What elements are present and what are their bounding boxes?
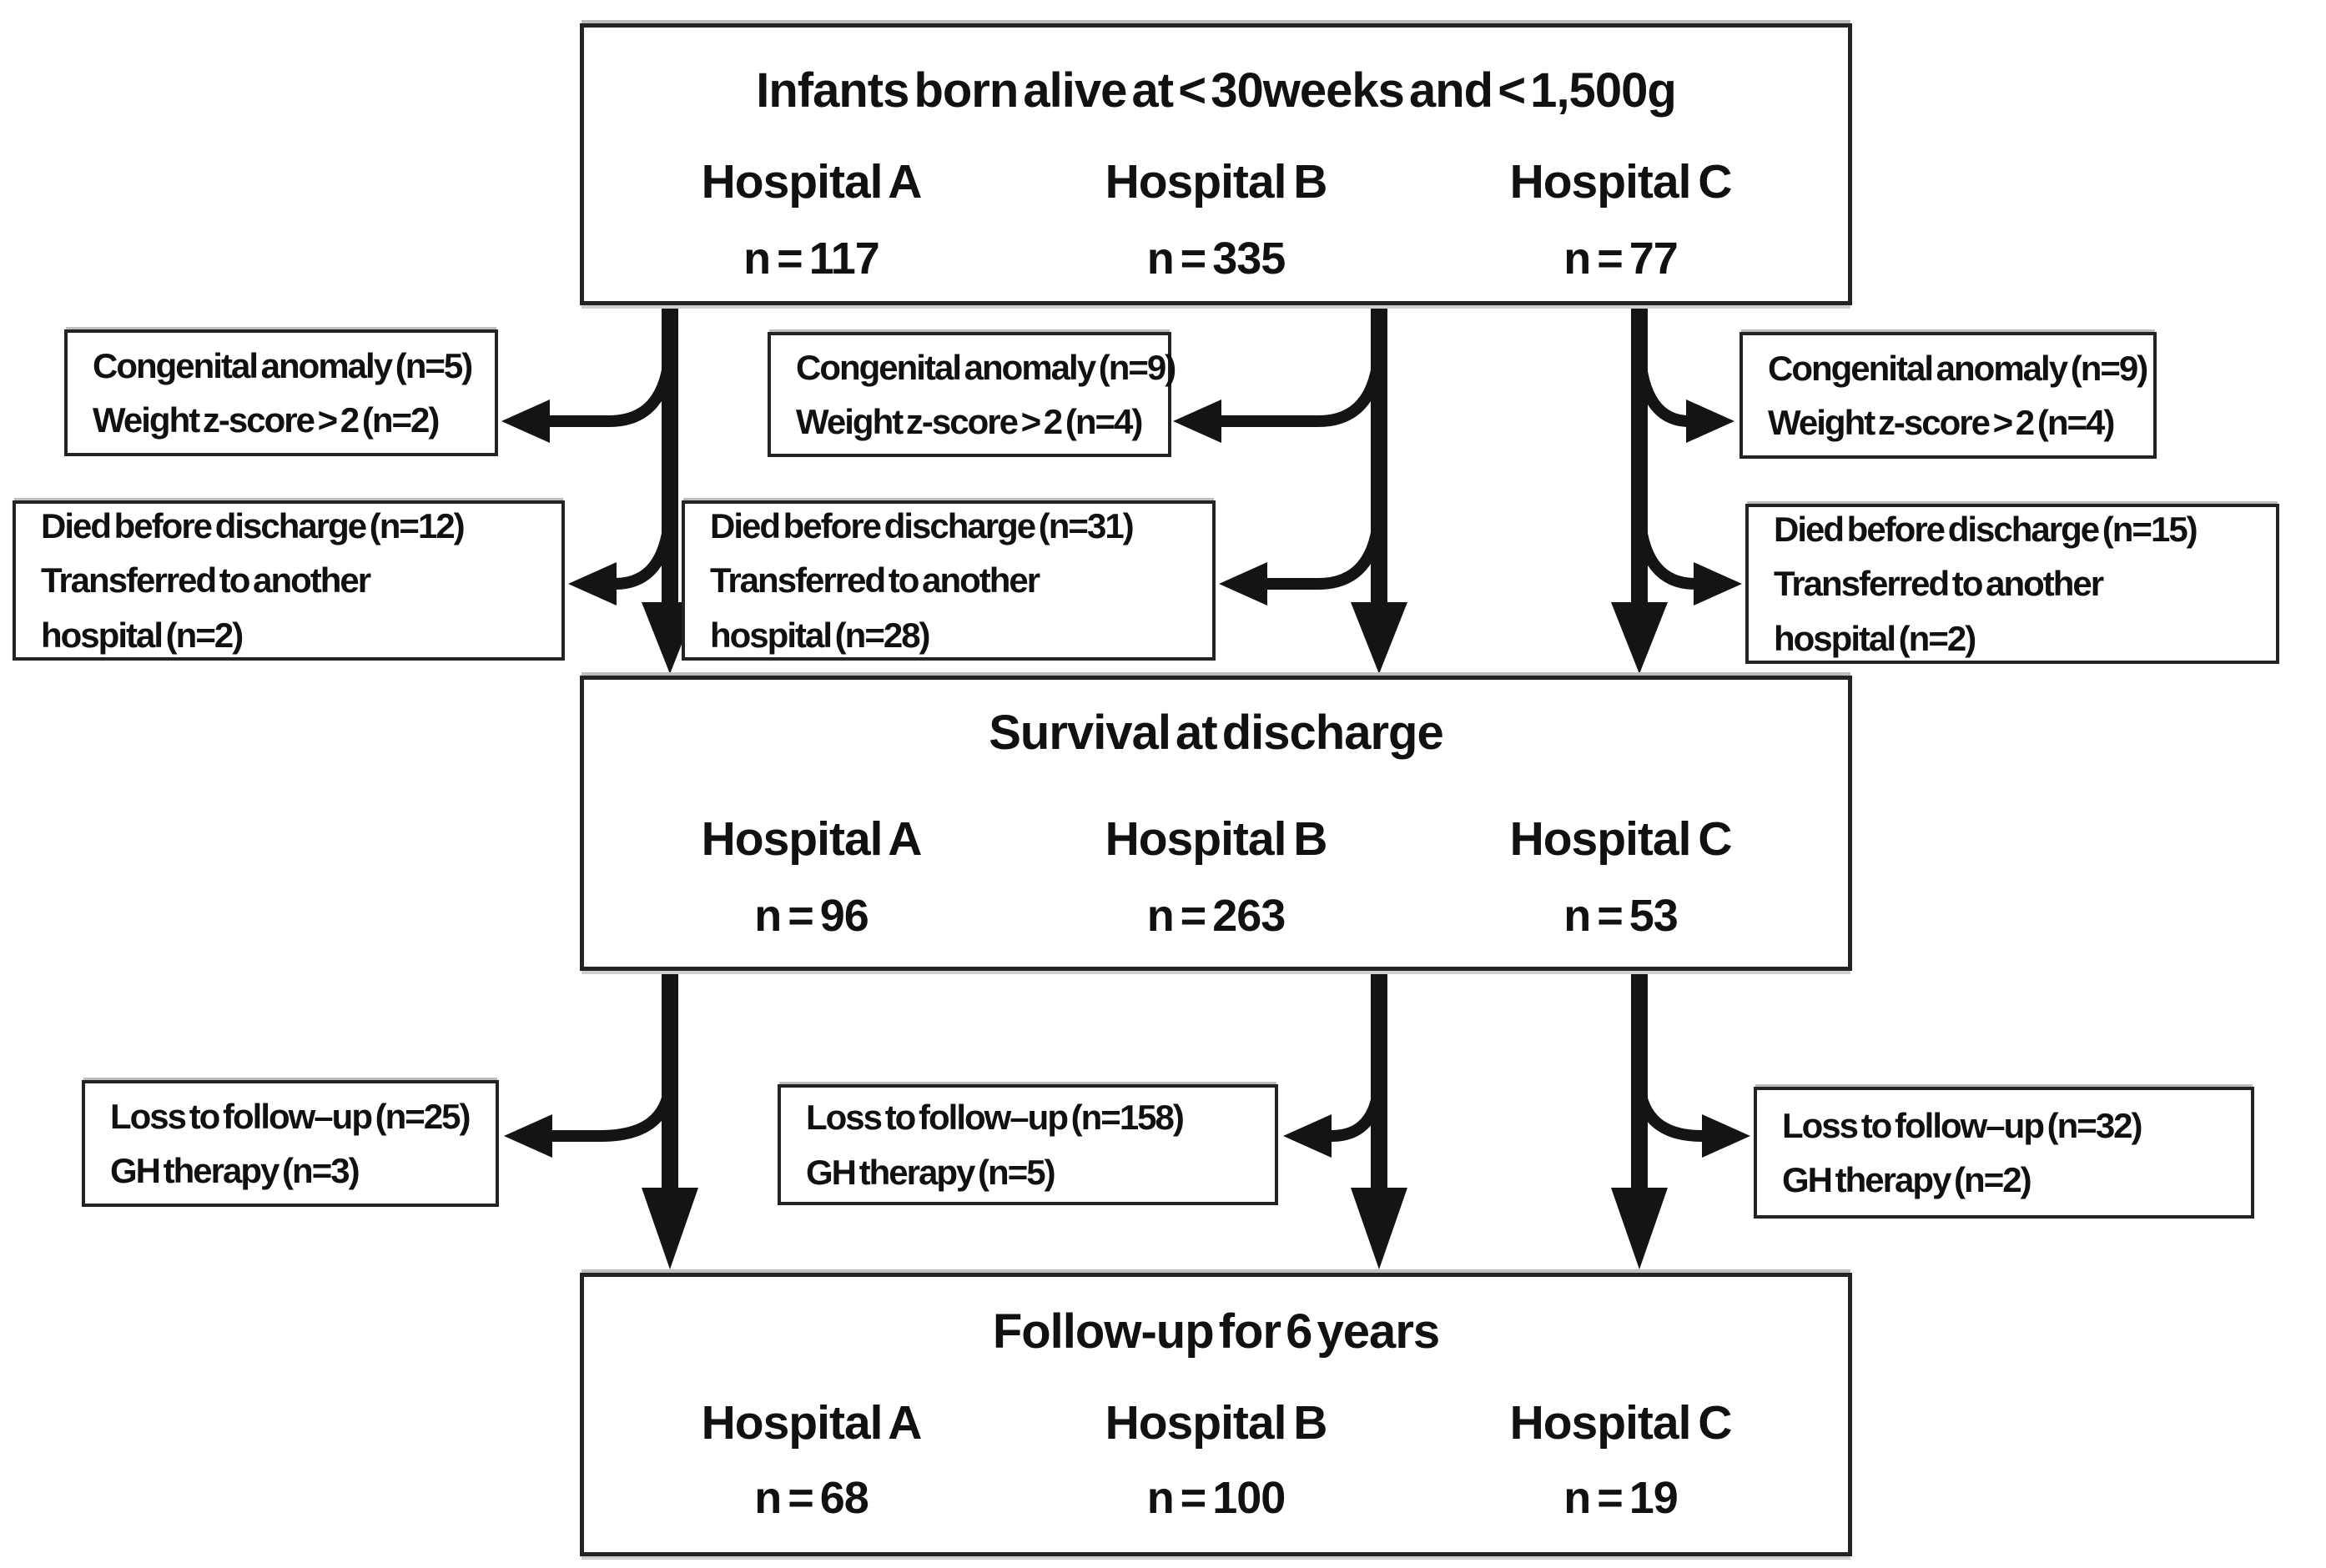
arrow-branch-died-b — [1219, 512, 1385, 606]
exclusion-line: Weight z-score > 2 (n=4) — [1768, 403, 2115, 442]
arrow-head-icon — [1686, 400, 1734, 443]
arrow-line — [1634, 1083, 1703, 1142]
arrow-line — [1634, 349, 1690, 427]
exclusion-line: Weight z-score > 2 (n=4) — [796, 402, 1143, 441]
top-box-title: Infants born alive at < 30weeks and < 1,… — [756, 63, 1677, 118]
arrow-head-icon — [1611, 602, 1668, 674]
arrow-down-hospital-c-stage2 — [1611, 971, 1668, 1269]
arrow-head-icon — [1219, 562, 1267, 606]
exclusion-line: GH therapy (n=5) — [806, 1152, 1056, 1192]
middle-hospital-b-label: Hospital B — [1105, 812, 1328, 866]
bottom-box: Follow-up for 6 years Hospital A Hospita… — [580, 1273, 1852, 1556]
middle-hospital-a-label: Hospital A — [701, 812, 923, 866]
exclusion-line: Weight z-score > 2 (n=2) — [93, 400, 440, 440]
arrow-branch-died-c — [1634, 512, 1742, 606]
exclusion-line: Transferred to another — [710, 560, 1040, 601]
bottom-hospital-c-label: Hospital C — [1509, 1396, 1733, 1450]
exclusion-box-congenital-a: Congenital anomaly (n=5) Weight z-score … — [64, 329, 498, 456]
arrow-head-icon — [1611, 1188, 1668, 1269]
arrow-head-icon — [1702, 1114, 1750, 1158]
exclusion-line: Congenital anomaly (n=9) — [1768, 348, 2148, 388]
arrow-head-icon — [1694, 562, 1742, 606]
arrow-down-hospital-a-stage2 — [642, 971, 698, 1269]
exclusion-line: hospital (n=2) — [41, 615, 244, 655]
exclusion-box-congenital-c: Congenital anomaly (n=9) Weight z-score … — [1739, 332, 2157, 459]
arrow-branch-loss-c — [1634, 1083, 1750, 1158]
exclusion-line: Loss to follow–up (n=25) — [110, 1096, 471, 1136]
arrow-branch-loss-b — [1283, 1083, 1385, 1158]
top-hospital-c-label: Hospital C — [1509, 155, 1733, 209]
arrow-head-icon — [501, 400, 550, 443]
exclusion-line: GH therapy (n=3) — [110, 1151, 360, 1190]
middle-hospital-a-n: n = 96 — [754, 891, 869, 941]
middle-box-title: Survival at discharge — [989, 706, 1443, 760]
arrow-branch-congenital-a — [501, 349, 676, 443]
top-hospital-b-n: n = 335 — [1146, 234, 1286, 284]
arrow-head-icon — [1351, 602, 1407, 674]
top-box: Infants born alive at < 30weeks and < 1,… — [580, 23, 1852, 305]
arrow-line — [1634, 512, 1696, 590]
exclusion-line: Congenital anomaly (n=5) — [93, 345, 473, 385]
middle-box: Survival at discharge Hospital A Hospita… — [580, 676, 1852, 971]
bottom-box-title: Follow-up for 6 years — [992, 1304, 1440, 1359]
bottom-hospital-b-n: n = 100 — [1146, 1473, 1286, 1523]
exclusion-line: Loss to follow–up (n=32) — [1782, 1105, 2143, 1145]
arrow-head-icon — [1351, 1188, 1407, 1269]
exclusion-line: Died before discharge (n=15) — [1774, 510, 2198, 550]
top-hospital-a-n: n = 117 — [743, 234, 880, 284]
arrow-line — [1267, 512, 1385, 590]
exclusion-box-died-c: Died before discharge (n=15) Transferred… — [1745, 504, 2279, 664]
exclusion-line: Transferred to another — [41, 560, 371, 601]
arrow-branch-died-a — [568, 512, 676, 606]
exclusion-line: Died before discharge (n=31) — [710, 506, 1135, 546]
top-hospital-b-label: Hospital B — [1105, 155, 1328, 209]
bottom-hospital-a-label: Hospital A — [701, 1396, 923, 1450]
arrow-line — [1331, 1083, 1385, 1142]
exclusion-line: Congenital anomaly (n=9) — [796, 347, 1176, 387]
exclusion-line: hospital (n=28) — [710, 615, 931, 655]
arrow-branch-loss-a — [504, 1083, 676, 1158]
arrow-head-icon — [642, 1188, 698, 1269]
arrow-branch-congenital-c — [1634, 349, 1734, 443]
top-hospital-a-label: Hospital A — [701, 155, 923, 209]
middle-hospital-c-label: Hospital C — [1509, 812, 1733, 866]
exclusion-box-died-b: Died before discharge (n=31) Transferred… — [682, 500, 1216, 661]
bottom-hospital-a-n: n = 68 — [754, 1473, 869, 1523]
arrow-line — [1221, 349, 1385, 427]
exclusion-line: Loss to follow–up (n=158) — [806, 1098, 1185, 1138]
arrow-branch-congenital-b — [1173, 349, 1385, 443]
exclusion-box-loss-c: Loss to follow–up (n=32) GH therapy (n=2… — [1754, 1087, 2254, 1219]
exclusion-box-loss-a: Loss to follow–up (n=25) GH therapy (n=3… — [82, 1080, 499, 1207]
arrow-head-icon — [1283, 1114, 1332, 1158]
middle-hospital-c-n: n = 53 — [1563, 891, 1679, 941]
arrow-line — [550, 349, 676, 427]
exclusion-box-died-a: Died before discharge (n=12) Transferred… — [13, 500, 565, 661]
arrow-down-hospital-b-stage2 — [1351, 971, 1407, 1269]
bottom-hospital-b-label: Hospital B — [1105, 1396, 1328, 1450]
exclusion-line: GH therapy (n=2) — [1782, 1160, 2032, 1199]
top-hospital-c-n: n = 77 — [1563, 234, 1679, 284]
exclusion-box-congenital-b: Congenital anomaly (n=9) Weight z-score … — [768, 332, 1176, 457]
exclusion-line: Transferred to another — [1774, 564, 2104, 604]
middle-hospital-b-n: n = 263 — [1146, 891, 1286, 941]
arrow-head-icon — [568, 562, 617, 606]
exclusion-line: hospital (n=2) — [1774, 618, 1976, 658]
arrow-line — [552, 1083, 676, 1142]
arrow-head-icon — [504, 1114, 552, 1158]
arrow-head-icon — [1173, 400, 1221, 443]
exclusion-line: Died before discharge (n=12) — [41, 506, 466, 546]
arrow-line — [614, 512, 676, 590]
exclusion-box-loss-b: Loss to follow–up (n=158) GH therapy (n=… — [778, 1084, 1278, 1205]
bottom-hospital-c-n: n = 19 — [1563, 1473, 1679, 1523]
